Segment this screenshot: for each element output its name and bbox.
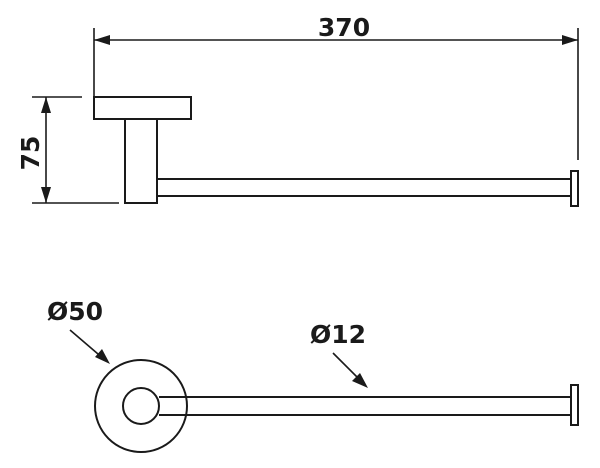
side-view-post [124, 118, 158, 204]
arrowhead-left [94, 35, 110, 45]
top-view [94, 359, 579, 453]
dimension-height: 75 [16, 96, 119, 204]
dimension-label-flange-diameter: Ø50 [47, 297, 103, 326]
top-view-end-cap [570, 384, 579, 426]
dimension-label-370: 370 [318, 13, 370, 42]
top-view-flange-inner [122, 387, 160, 425]
top-view-flange-outer [94, 359, 188, 453]
leader-flange-diameter: Ø50 [47, 297, 110, 364]
side-view-end-cap [570, 170, 579, 207]
dimension-label-rod-diameter: Ø12 [310, 320, 366, 349]
side-view [93, 96, 579, 207]
arrowhead-bottom [41, 187, 51, 203]
side-view-rod [156, 178, 572, 197]
arrowhead-right [562, 35, 578, 45]
dimension-label-75: 75 [16, 136, 45, 171]
leader-arrowhead-flange [95, 349, 110, 364]
dimension-total-length: 370 [93, 13, 579, 160]
leader-arrowhead-rod [352, 373, 368, 388]
side-view-flange [93, 96, 192, 120]
arrowhead-top [41, 97, 51, 113]
leader-rod-diameter: Ø12 [310, 320, 368, 388]
